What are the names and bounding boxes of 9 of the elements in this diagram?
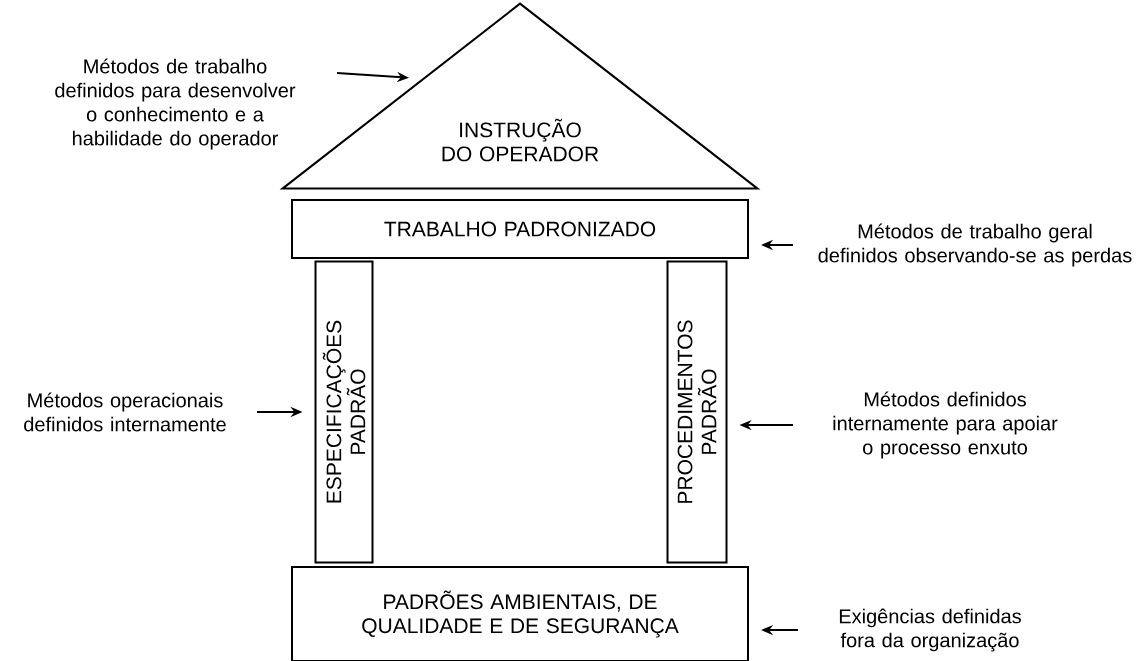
base-box: PADRÕES AMBIENTAIS, DE QUALIDADE E DE SEGURANÇA [291, 566, 749, 661]
note-text: Métodos de trabalho geral definidos observando-se as perdas [818, 223, 1132, 267]
beam-box: TRABALHO PADRONIZADO [291, 199, 749, 259]
note-text: Métodos de trabalho definidos para desenvolver o conhecimento e a habilidade do operador [55, 58, 296, 150]
note-text: Métodos definidos internamente para apoiar o processo enxuto [833, 391, 1058, 459]
note-text: Exigências definidas fora da organização [839, 608, 1021, 652]
column-box: PROCEDIMENTOS PADRÃO [666, 260, 728, 564]
note-text: Métodos operacionais definidos internamente [24, 392, 226, 432]
column-box: ESPECIFICAÇÕES PADRÃO [314, 260, 374, 564]
